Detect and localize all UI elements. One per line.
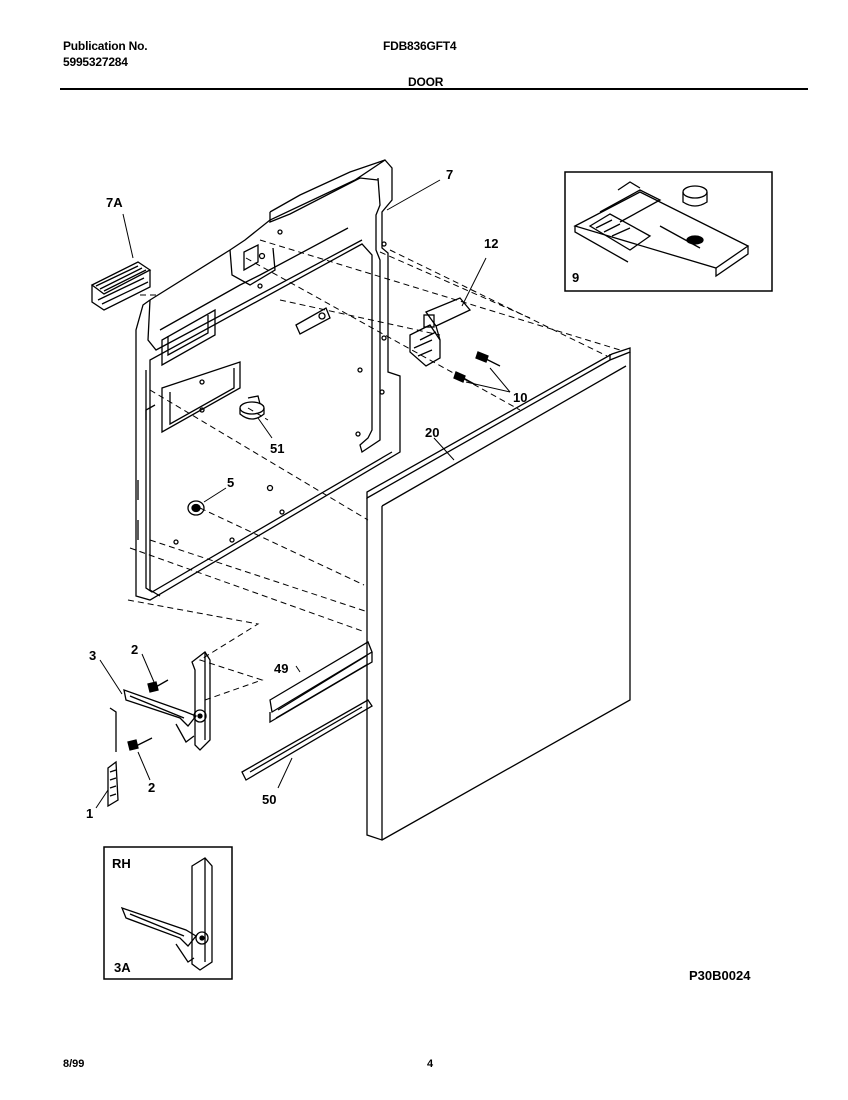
callout-1: 1 [86,806,93,821]
footer-date: 8/99 [63,1058,85,1070]
header-rule [60,88,808,90]
callout-3A: 3A [114,960,131,975]
hinge-assembly [123,651,211,751]
drawing-code: P30B0024 [689,968,751,983]
callout-rh: RH [112,856,131,871]
callout-50: 50 [262,792,276,807]
callout-5: 5 [227,475,234,490]
callout-2-upper: 2 [131,642,138,657]
callout-2-lower: 2 [148,780,155,795]
rh-hinge-inset [103,846,233,980]
dispenser-cap-part [239,395,265,420]
trim-strip-49 [269,641,373,724]
dispenser-inset [564,171,773,292]
screws-10 [453,351,501,386]
callout-9: 9 [572,270,579,285]
trim-strip-50 [241,699,373,781]
projection-lines [127,239,621,701]
callout-3: 3 [89,648,96,663]
callout-7A: 7A [106,195,123,210]
grommet-part [187,500,205,516]
hinge-cover-part [107,707,119,808]
callout-51: 51 [270,441,284,456]
page-number: 4 [427,1058,434,1070]
screws-2 [127,679,169,751]
section-title: DOOR [408,75,444,89]
inner-door-panel [135,159,401,601]
outer-door-panel [366,347,631,841]
publication-label: Publication No. [63,39,148,53]
callout-7: 7 [446,167,453,182]
callout-49: 49 [274,661,288,676]
leader-lines [95,179,511,809]
publication-number: 5995327284 [63,55,128,69]
door-latch-part [409,297,472,367]
vent-part [90,261,152,311]
callout-10: 10 [513,390,527,405]
model-number: FDB836GFT4 [383,39,457,53]
callout-20: 20 [425,425,439,440]
callout-12: 12 [484,236,498,251]
